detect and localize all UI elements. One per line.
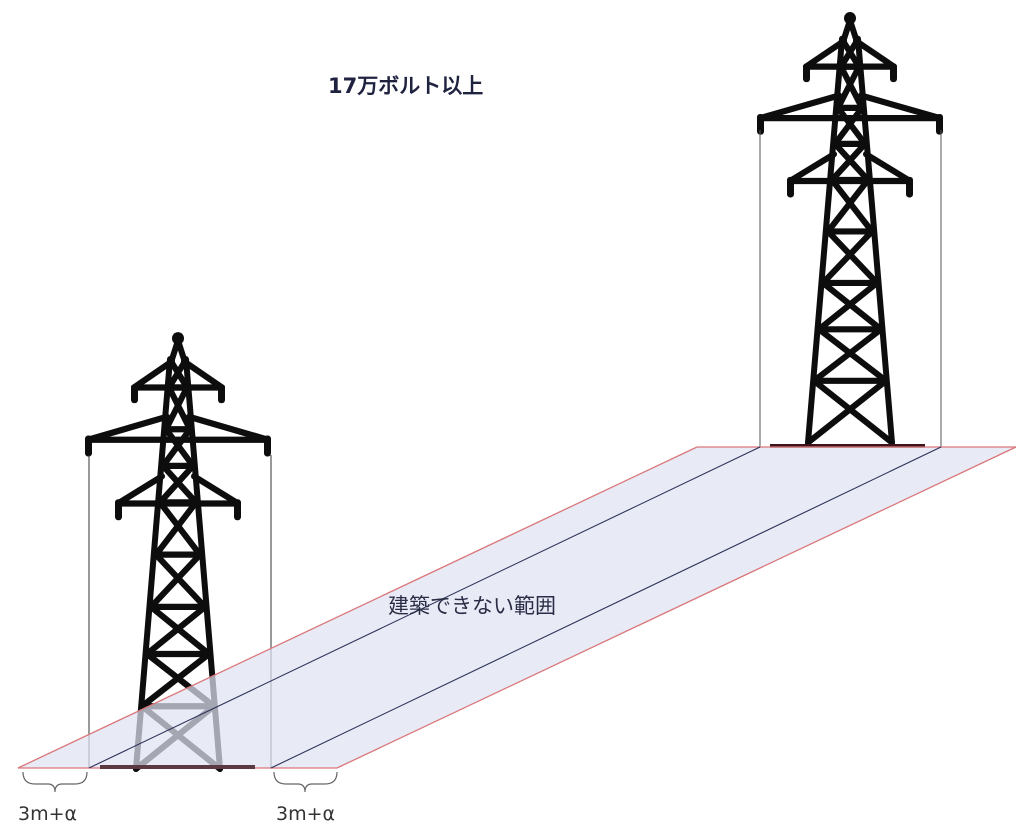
dimension-brace-left: [22, 771, 88, 793]
restricted-zone-label: 建築できない範囲: [388, 594, 556, 618]
dimension-brace-right: [273, 771, 338, 793]
restricted-zone: [17, 446, 1017, 769]
voltage-title: 17万ボルト以上: [328, 74, 484, 98]
dimension-label-left: 3m+α: [18, 803, 78, 825]
far-tower: [757, 12, 943, 448]
dimension-label-right: 3m+α: [276, 803, 336, 825]
